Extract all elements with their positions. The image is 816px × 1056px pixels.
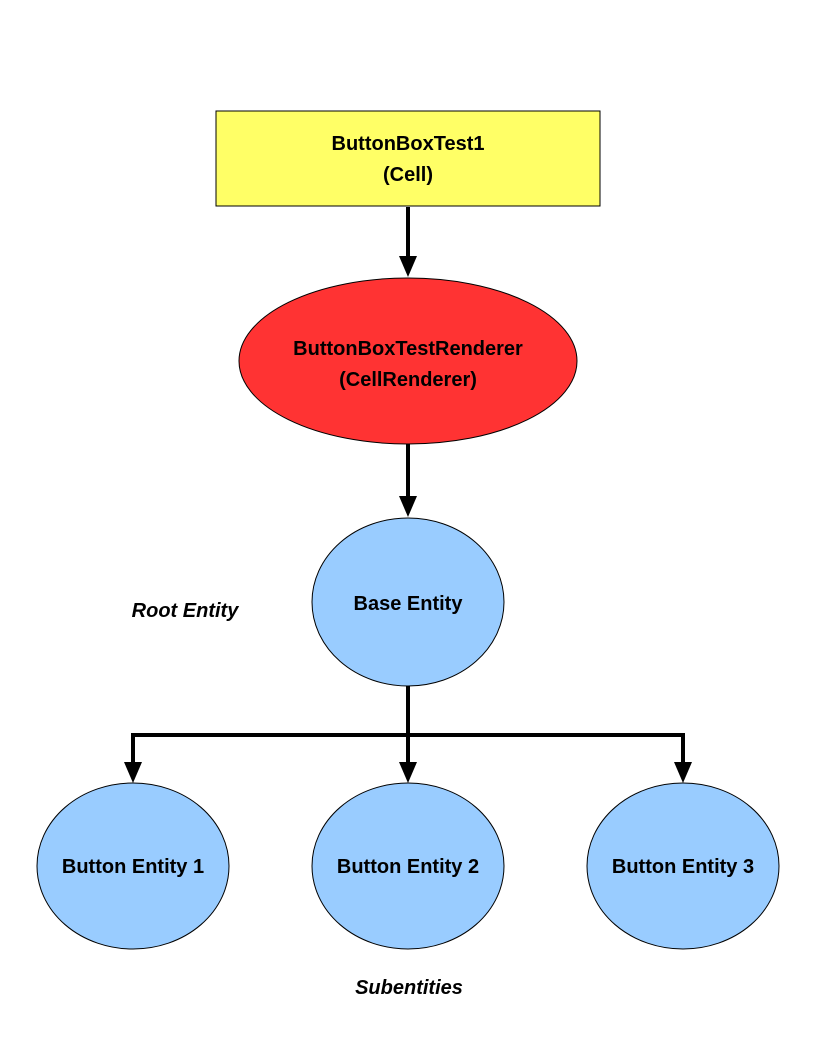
arrowhead-button-2 [399,762,417,783]
cell-type: (Cell) [383,164,433,186]
edges [124,207,692,783]
root-entity-annotation: Root Entity [132,600,240,622]
arrowhead-button-3 [674,762,692,783]
base-entity-node: Base Entity [311,517,505,687]
renderer-title: ButtonBoxTestRenderer [293,338,523,360]
renderer-node: ButtonBoxTestRenderer (CellRenderer) [238,277,578,445]
renderer-type: (CellRenderer) [339,369,477,391]
cell-title: ButtonBoxTest1 [332,133,485,155]
base-entity-label: Base Entity [354,593,464,615]
button-entity-1-node: Button Entity 1 [36,782,230,950]
button-entity-1-ellipse [36,782,230,950]
subentities-annotation: Subentities [355,977,463,999]
arrowhead-button-1 [124,762,142,783]
arrowhead-base [399,496,417,517]
button-entity-3-label: Button Entity 3 [612,856,754,878]
cell-node: ButtonBoxTest1 (Cell) [215,110,601,207]
button-entity-2-label: Button Entity 2 [337,856,479,878]
button-entity-1-label: Button Entity 1 [62,856,204,878]
base-entity-ellipse [311,517,505,687]
button-entity-3-ellipse [586,782,780,950]
renderer-ellipse [238,277,578,445]
arrowhead-renderer [399,256,417,277]
button-entity-2-node: Button Entity 2 [311,782,505,950]
button-entity-3-node: Button Entity 3 [586,782,780,950]
cell-box [215,110,601,207]
button-entity-2-ellipse [311,782,505,950]
